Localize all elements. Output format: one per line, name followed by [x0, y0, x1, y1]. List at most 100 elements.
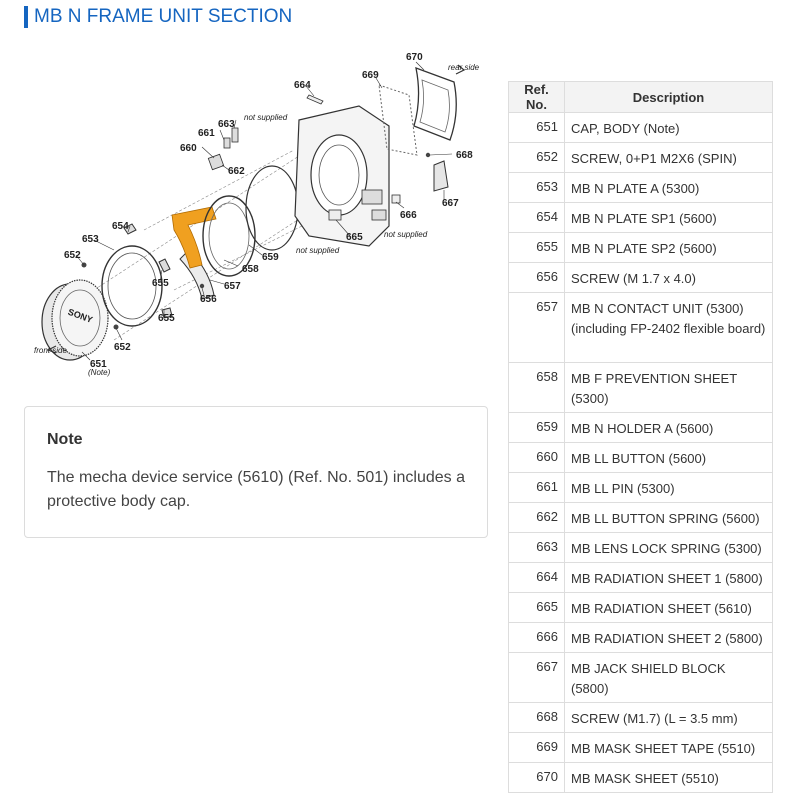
- desc-cell: MB LL BUTTON (5600): [564, 442, 773, 473]
- desc-cell: MB LL BUTTON SPRING (5600): [564, 502, 773, 533]
- desc-cell: MB RADIATION SHEET (5610): [564, 592, 773, 623]
- section-title: MB N FRAME UNIT SECTION: [24, 6, 292, 28]
- label-665: 665: [346, 232, 363, 243]
- rear-side-note: rear side: [448, 63, 480, 72]
- desc-cell: SCREW (M1.7) (L = 3.5 mm): [564, 702, 773, 733]
- ref-cell: 655: [508, 232, 565, 263]
- mask-sheet-part: [378, 66, 457, 156]
- label-664: 664: [294, 80, 311, 91]
- ref-cell: 664: [508, 562, 565, 593]
- plate-a-part: [101, 245, 163, 327]
- ref-cell: 658: [508, 362, 565, 413]
- lock-button-parts: [207, 127, 239, 171]
- label-651: 651: [90, 359, 107, 370]
- label-654: 654: [112, 221, 129, 232]
- ref-cell: 652: [508, 142, 565, 173]
- desc-cell: MB N CONTACT UNIT (5300) (including FP-2…: [564, 292, 773, 363]
- body-cap-part: SONY: [41, 279, 109, 361]
- label-660: 660: [180, 143, 197, 154]
- desc-cell: MB RADIATION SHEET 2 (5800): [564, 622, 773, 653]
- label-662: 662: [228, 166, 245, 177]
- desc-cell: SCREW, 0+P1 M2X6 (SPIN): [564, 142, 773, 173]
- label-668: 668: [456, 150, 473, 161]
- ref-cell: 662: [508, 502, 565, 533]
- note-box: Note The mecha device service (5610) (Re…: [24, 406, 488, 538]
- not-supplied-note-2: not supplied: [296, 246, 340, 255]
- radiation-sheet-1-part: [306, 94, 324, 105]
- radiation-sheet-part: [328, 209, 342, 221]
- front-side-note: front side: [34, 346, 67, 355]
- ref-cell: 651: [508, 112, 565, 143]
- not-supplied-note-3: not supplied: [384, 230, 428, 239]
- main-frame-part: [294, 105, 390, 247]
- label-653: 653: [82, 234, 99, 245]
- desc-cell: MB LENS LOCK SPRING (5300): [564, 532, 773, 563]
- ref-cell: 668: [508, 702, 565, 733]
- ref-cell: 669: [508, 732, 565, 763]
- desc-cell: MB MASK SHEET TAPE (5510): [564, 732, 773, 763]
- ref-cell: 670: [508, 762, 565, 793]
- ref-cell: 653: [508, 172, 565, 203]
- desc-cell: MB N PLATE SP1 (5600): [564, 202, 773, 233]
- label-666: 666: [400, 210, 417, 221]
- desc-cell: MB N PLATE A (5300): [564, 172, 773, 203]
- gasket-ring: [245, 165, 299, 251]
- label-656: 656: [200, 294, 217, 305]
- label-658: 658: [242, 264, 259, 275]
- prevention-sheet-highlight: [171, 206, 217, 269]
- ref-cell: 661: [508, 472, 565, 503]
- exploded-view-svg: SONY: [34, 52, 480, 377]
- desc-cell: MB JACK SHIELD BLOCK (5800): [564, 652, 773, 703]
- table-header-row: Ref. No. Description: [508, 81, 773, 113]
- ref-cell: 659: [508, 412, 565, 443]
- desc-cell: CAP, BODY (Note): [564, 112, 773, 143]
- label-659: 659: [262, 252, 279, 263]
- ref-cell: 656: [508, 262, 565, 293]
- desc-cell: MB N HOLDER A (5600): [564, 412, 773, 443]
- desc-cell: SCREW (M 1.7 x 4.0): [564, 262, 773, 293]
- label-663: 663: [218, 119, 235, 130]
- ref-cell: 660: [508, 442, 565, 473]
- ref-cell: 665: [508, 592, 565, 623]
- label-652-b: 652: [114, 342, 131, 353]
- note-heading: Note: [47, 431, 83, 448]
- jack-shield-part: [433, 160, 449, 192]
- label-667: 667: [442, 198, 459, 209]
- desc-cell: MB RADIATION SHEET 1 (5800): [564, 562, 773, 593]
- ref-cell: 666: [508, 622, 565, 653]
- ref-cell: 657: [508, 292, 565, 363]
- exploded-parts-diagram: SONY: [24, 40, 492, 390]
- header-ref-no: Ref. No.: [508, 81, 565, 113]
- label-670: 670: [406, 52, 423, 63]
- desc-cell: MB N PLATE SP2 (5600): [564, 232, 773, 263]
- radiation-sheet-2-part: [391, 194, 401, 204]
- label-652-a: 652: [64, 250, 81, 261]
- ref-cell: 654: [508, 202, 565, 233]
- springs-part: [123, 223, 173, 319]
- ref-cell: 667: [508, 652, 565, 703]
- not-supplied-note-1: not supplied: [244, 113, 288, 122]
- ref-cell: 663: [508, 532, 565, 563]
- holder-a-part: [202, 195, 256, 277]
- label-655-a: 655: [152, 278, 169, 289]
- desc-cell: MB F PREVENTION SHEET (5300): [564, 362, 773, 413]
- cap-note-ref: (Note): [88, 368, 111, 377]
